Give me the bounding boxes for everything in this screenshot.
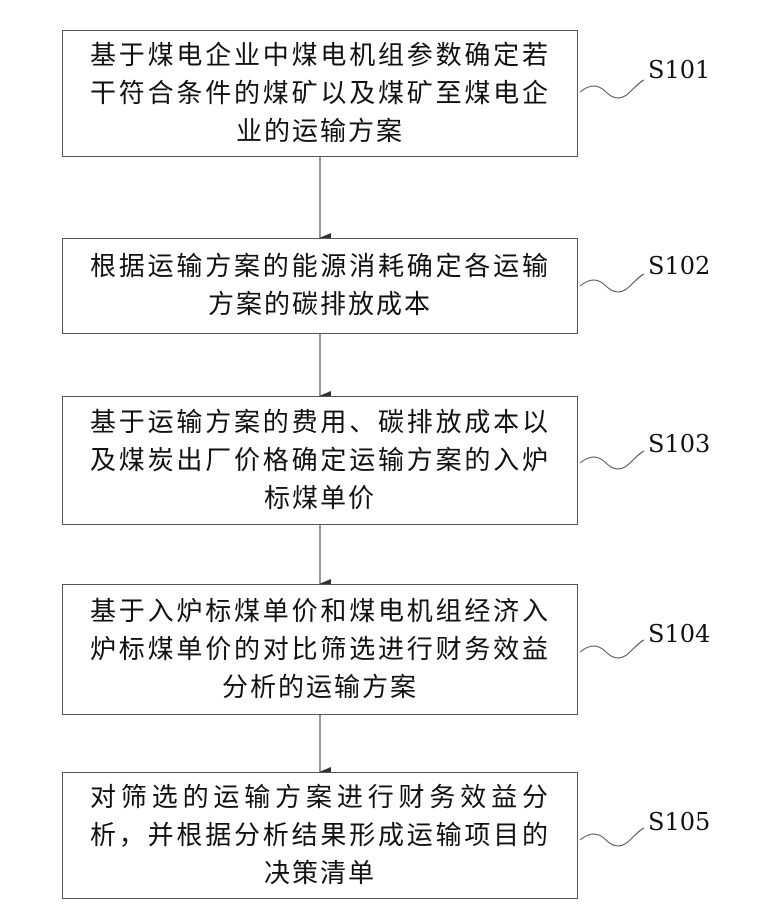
leader-s103 [580,451,644,469]
leader-s105 [580,828,644,846]
step-box-s101: 基于煤电企业中煤电机组参数确定若干符合条件的煤矿以及煤矿至煤电企业的运输方案 [62,30,578,157]
leader-s104 [580,640,644,658]
step-text-s103: 基于运输方案的费用、碳排放成本以及煤炭出厂价格确定运输方案的入炉标煤单价 [90,404,550,518]
step-box-s104: 基于入炉标煤单价和煤电机组经济入炉标煤单价的对比筛选进行财务效益分析的运输方案 [62,584,578,715]
step-label-s103: S103 [648,430,710,458]
step-label-s104: S104 [648,620,710,648]
leader-s101 [580,80,644,98]
step-text-s104: 基于入炉标煤单价和煤电机组经济入炉标煤单价的对比筛选进行财务效益分析的运输方案 [90,593,550,707]
step-box-s102: 根据运输方案的能源消耗确定各运输方案的碳排放成本 [62,238,578,334]
step-label-s102: S102 [648,252,710,280]
step-text-s101: 基于煤电企业中煤电机组参数确定若干符合条件的煤矿以及煤矿至煤电企业的运输方案 [90,37,550,151]
step-box-s105: 对筛选的运输方案进行财务效益分析，并根据分析结果形成运输项目的决策清单 [62,772,578,899]
step-text-s105: 对筛选的运输方案进行财务效益分析，并根据分析结果形成运输项目的决策清单 [90,779,550,893]
step-label-s101: S101 [648,56,710,84]
leader-s102 [580,274,644,292]
step-text-s102: 根据运输方案的能源消耗确定各运输方案的碳排放成本 [90,248,550,324]
step-label-s105: S105 [648,808,710,836]
step-box-s103: 基于运输方案的费用、碳排放成本以及煤炭出厂价格确定运输方案的入炉标煤单价 [62,396,578,525]
